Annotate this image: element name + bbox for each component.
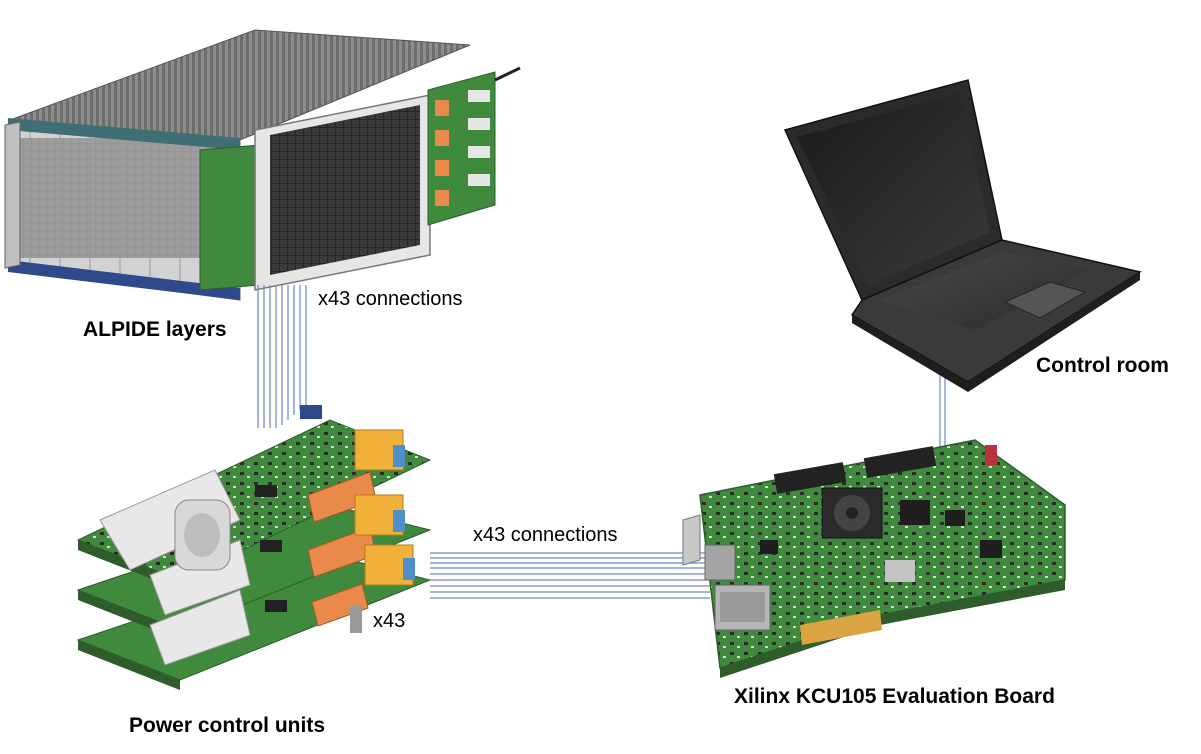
kcu105-board-label: Xilinx KCU105 Evaluation Board: [734, 685, 1055, 708]
kcu105-board: [682, 439, 1066, 678]
cable-bundle-horizontal: [430, 552, 710, 599]
control-room-label: Control room: [1036, 354, 1169, 377]
cable-laptop-link: [939, 365, 946, 448]
power-control-units-label: Power control units: [129, 714, 326, 737]
connections-top-label: x43 connections: [318, 288, 463, 310]
laptop: [783, 79, 1142, 392]
alpide-layers-label: ALPIDE layers: [83, 318, 227, 341]
power-control-units: [76, 405, 432, 690]
cable-bundle-vertical: [257, 285, 307, 428]
alpide-detector: [4, 29, 521, 301]
x43-label: x43: [373, 610, 406, 632]
connections-middle-label: x43 connections: [473, 524, 618, 546]
